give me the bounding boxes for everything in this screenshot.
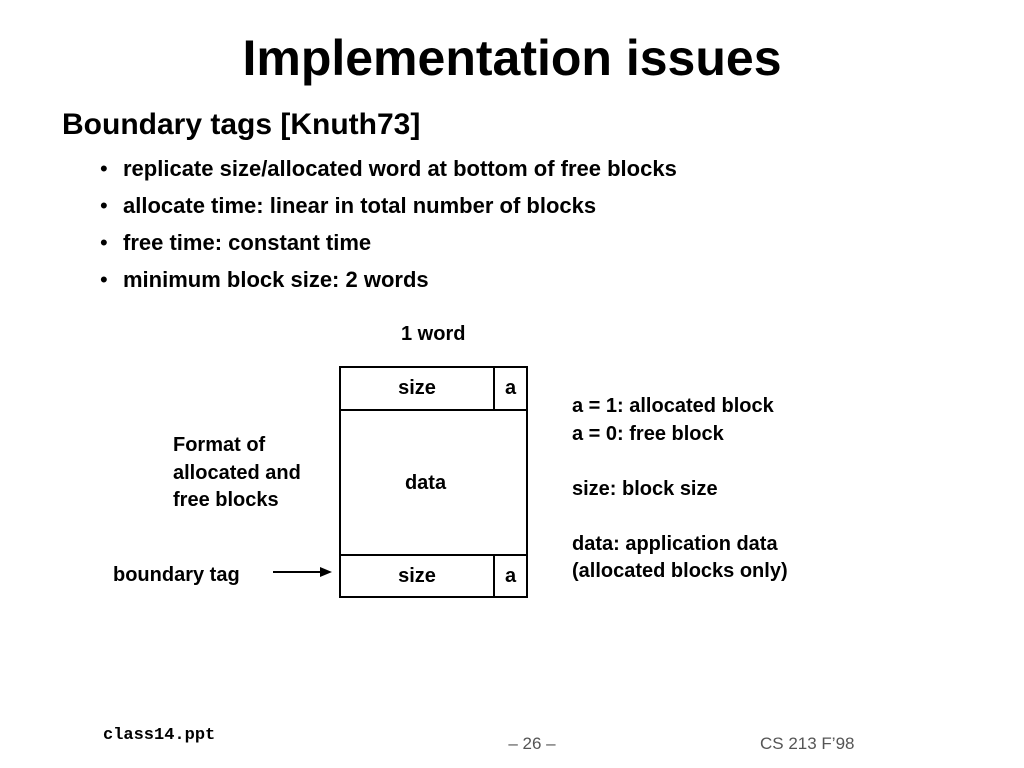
- legend-line: size: block size: [572, 477, 718, 500]
- legend-spacer: [572, 503, 788, 531]
- bullet-item: • replicate size/allocated word at bottom…: [100, 150, 677, 187]
- legend-line: a = 1: allocated block: [572, 395, 774, 417]
- bullet-list: • replicate size/allocated word at bottom…: [100, 150, 677, 298]
- bullet-dot: •: [100, 267, 108, 292]
- format-caption-line: free blocks: [173, 489, 279, 511]
- bullet-text: replicate size/allocated word at bottom …: [123, 156, 677, 181]
- header-size-label: size: [398, 377, 436, 399]
- bullet-dot: •: [100, 156, 108, 181]
- footer-filename: class14.ppt: [103, 726, 216, 745]
- data-cell: data: [339, 409, 528, 556]
- data-label: data: [404, 472, 447, 494]
- footer-alloc-bit-label: a: [504, 564, 517, 587]
- legend-line: a = 0: free block: [572, 422, 724, 445]
- bullet-item: • allocate time: linear in total number o…: [100, 187, 677, 224]
- bullet-item: • minimum block size: 2 words: [100, 261, 677, 298]
- footer-size-label: size: [398, 564, 436, 587]
- bullet-dot: •: [100, 193, 108, 218]
- arrow-head: [320, 567, 332, 577]
- boundary-tag-label: boundary tag: [113, 564, 240, 586]
- boundary-tag-arrow: [273, 567, 332, 577]
- footer-alloc-bit-cell: a: [493, 554, 528, 598]
- section-heading: Boundary tags [Knuth73]: [62, 108, 421, 141]
- bullet-item: • free time: constant time: [100, 224, 677, 261]
- header-alloc-bit-cell: a: [493, 366, 528, 411]
- legend: a = 1: allocated block a = 0: free block…: [572, 393, 788, 586]
- bullet-text: allocate time: linear in total number of…: [123, 193, 597, 218]
- bullet-text: minimum block size: 2 words: [123, 267, 429, 292]
- bullet-text: free time: constant time: [123, 230, 372, 255]
- legend-line: data: application data: [572, 532, 778, 555]
- slide-title: Implementation issues: [242, 30, 782, 86]
- legend-spacer: [572, 448, 788, 476]
- format-caption-line: Format of: [173, 434, 266, 456]
- header-alloc-bit-label: a: [504, 377, 517, 399]
- format-caption-line: allocated and: [173, 461, 301, 484]
- header-size-cell: size: [339, 366, 495, 411]
- footer-size-cell: size: [339, 554, 495, 598]
- legend-line: (allocated blocks only): [572, 560, 788, 582]
- word-width-label: 1 word: [401, 323, 466, 345]
- bullet-dot: •: [100, 230, 108, 255]
- format-caption: Format of allocated and free blocks: [173, 432, 301, 515]
- footer-course: CS 213 F’98: [760, 734, 855, 753]
- footer-page-number: – 26 –: [508, 734, 556, 753]
